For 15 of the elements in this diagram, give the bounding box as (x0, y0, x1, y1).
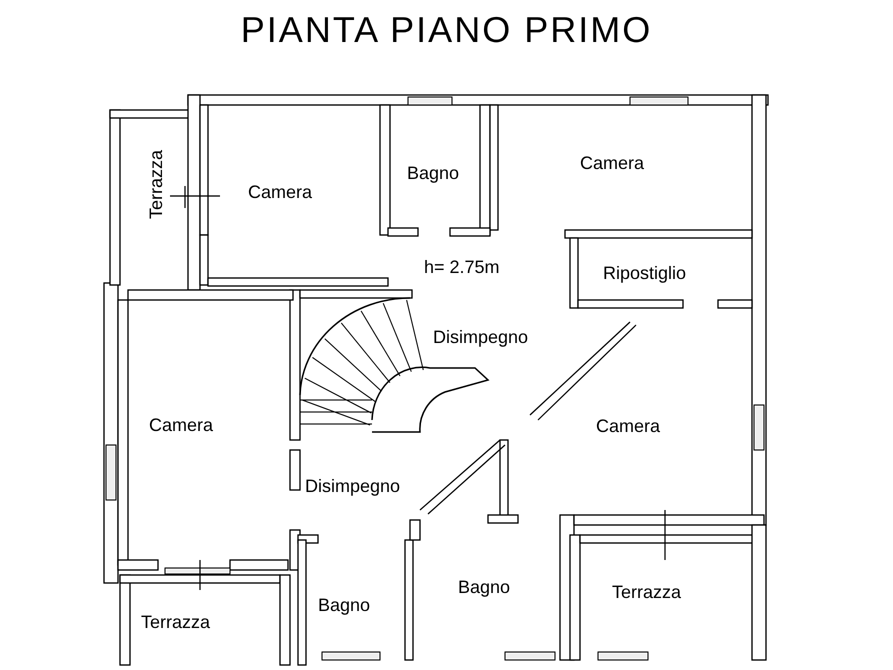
room-label: Bagno (318, 595, 370, 616)
plan-title: PIANTA PIANO PRIMO (240, 8, 652, 52)
room-label: Terrazza (146, 150, 167, 220)
room-label: Camera (580, 153, 644, 174)
room-label: Camera (149, 415, 214, 436)
room-label: Disimpegno (433, 327, 528, 348)
room-label: Bagno (407, 163, 460, 184)
room-label: Terrazza (612, 582, 682, 603)
ceiling-height-label: h= 2.75m (424, 257, 500, 278)
room-label: Camera (248, 182, 312, 203)
room-label: Camera (596, 416, 660, 437)
room-label: Disimpegno (305, 476, 400, 497)
room-label: Terrazza (141, 612, 210, 633)
room-label: Ripostiglio (603, 263, 686, 284)
room-label: Bagno (458, 577, 510, 598)
